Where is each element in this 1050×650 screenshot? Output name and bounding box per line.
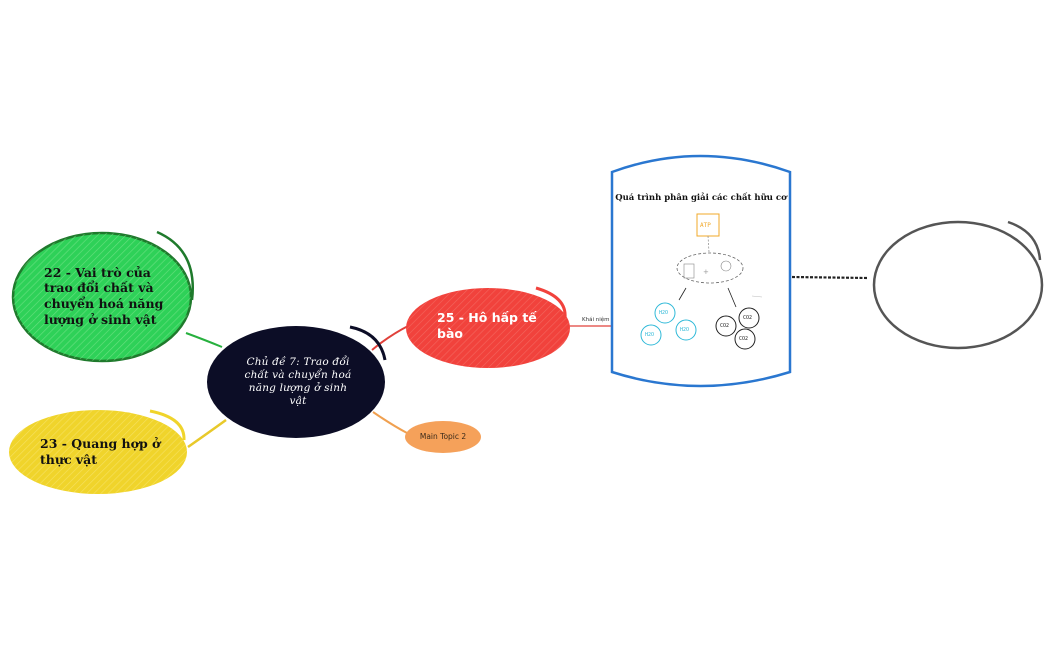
topic-23-label: 23 - Quang hợp ở thực vật bbox=[40, 436, 161, 467]
glucose-cluster bbox=[676, 252, 744, 284]
card-title: Quá trình phân giải các chất hữu cơ bbox=[615, 192, 787, 203]
molecule-label-co2-2: CO2 bbox=[743, 315, 753, 321]
molecule-label-co2-1: CO2 bbox=[720, 323, 730, 329]
connector-central-to-topic-22 bbox=[185, 332, 223, 348]
process-image-card[interactable] bbox=[610, 154, 792, 388]
connector-central-to-main-topic-2 bbox=[372, 411, 408, 434]
central-topic-label: Chủ đề 7: Trao đổi chất và chuyển hoá nă… bbox=[244, 355, 352, 408]
molecule-label-co2-3: CO2 bbox=[739, 336, 749, 342]
molecule-label-h2o-2: H2O bbox=[645, 332, 655, 338]
topic-node-23[interactable] bbox=[9, 409, 187, 494]
connector-label-khai-niem: Khái niệm bbox=[582, 316, 610, 323]
atp-label: ATP bbox=[700, 222, 711, 229]
topic-25-label: 25 - Hô hấp tế bào bbox=[437, 310, 537, 341]
molecule-label-h2o-1: H2O bbox=[659, 310, 669, 316]
connector-central-to-topic-23 bbox=[187, 418, 227, 449]
main-topic-2-node[interactable] bbox=[405, 421, 481, 453]
molecule-label-h2o-3: H2O bbox=[680, 327, 690, 333]
topic-22-label: 22 - Vai trò của trao đổi chất và chuyển… bbox=[44, 264, 164, 327]
connector-central-to-topic-25 bbox=[371, 324, 411, 351]
topic-node-22[interactable] bbox=[11, 230, 194, 363]
connector-card-to-empty-node bbox=[791, 275, 869, 280]
main-topic-2-label: Main Topic 2 bbox=[419, 432, 467, 442]
empty-topic-node[interactable] bbox=[872, 220, 1044, 350]
svg-text:+: + bbox=[703, 268, 709, 276]
topic-node-25[interactable] bbox=[406, 286, 570, 368]
central-topic-node[interactable] bbox=[207, 325, 387, 438]
process-sketch: + bbox=[640, 213, 763, 350]
